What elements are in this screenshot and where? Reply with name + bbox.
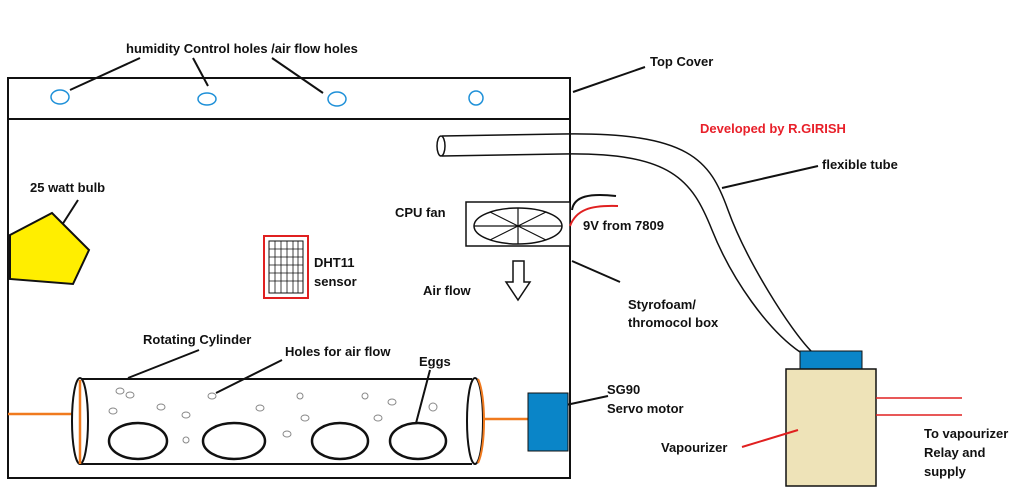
- cylinder-hole: [373, 414, 383, 422]
- cylinder-hole: [282, 430, 292, 438]
- humidity-holes-label: humidity Control holes /air flow holes: [126, 41, 358, 56]
- dht11-label-line1: DHT11: [314, 255, 355, 270]
- pointer-line: [565, 395, 609, 406]
- vapourizer-label: Vapourizer: [661, 440, 728, 455]
- pointer-line: [215, 359, 283, 394]
- air-hole: [50, 89, 70, 105]
- pointer-line: [721, 165, 819, 189]
- pointer-line: [572, 66, 646, 93]
- air-flow-label: Air flow: [423, 283, 471, 298]
- egg: [201, 421, 267, 461]
- fan-icon: [465, 201, 571, 247]
- cylinder-hole: [181, 411, 191, 419]
- rotating-cylinder: [8, 377, 528, 465]
- humidity-holes: [50, 89, 484, 107]
- dht11-label-line2: sensor: [314, 274, 357, 289]
- pointer-line: [192, 57, 209, 87]
- cylinder-hole: [207, 392, 217, 400]
- vapourizer-unit: [741, 350, 962, 487]
- box-label-line2: thromocol box: [628, 315, 719, 330]
- eggs-label: Eggs: [419, 354, 451, 369]
- servo-label-line2: Servo motor: [607, 401, 684, 416]
- flexible-tube-label: flexible tube: [822, 157, 898, 172]
- pointer-line: [127, 349, 200, 379]
- egg: [107, 421, 169, 461]
- egg: [310, 421, 370, 461]
- box-label-line1: Styrofoam/: [628, 297, 696, 312]
- cylinder-hole: [182, 436, 190, 444]
- cylinder-hole: [115, 387, 125, 395]
- air-hole: [197, 92, 217, 106]
- pointer-line: [271, 57, 324, 94]
- relay-label-line1: To vapourizer: [924, 426, 1009, 441]
- cylinder-hole: [296, 392, 304, 400]
- cylinder-hole: [108, 407, 118, 415]
- cylinder-hole: [300, 414, 310, 422]
- top-cover-label: Top Cover: [650, 54, 714, 69]
- vapourizer-pointer: [741, 429, 799, 448]
- servo-block-icon: [527, 392, 569, 452]
- pointer-line: [571, 260, 621, 283]
- air-hole: [468, 90, 484, 106]
- styrofoam-box: [7, 77, 571, 479]
- relay-label-line2: Relay and: [924, 445, 986, 460]
- cylinder-hole: [361, 392, 369, 400]
- pentagon-bulb-icon: [9, 211, 91, 286]
- pointer-line: [61, 199, 79, 226]
- down-arrow-icon: [504, 260, 532, 302]
- fan-wire-black: [571, 193, 617, 211]
- holes-air-flow-label: Holes for air flow: [285, 344, 391, 359]
- air-hole: [327, 91, 347, 107]
- egg: [388, 421, 448, 461]
- cylinder-hole: [255, 404, 265, 412]
- bulb-label: 25 watt bulb: [30, 180, 106, 195]
- fan-supply-label: 9V from 7809: [583, 218, 664, 233]
- rotating-cylinder-label: Rotating Cylinder: [143, 332, 252, 347]
- vapourizer-body: [785, 368, 877, 487]
- flexible-tube: [436, 133, 813, 353]
- cylinder-hole: [156, 403, 166, 411]
- pointer-lines: [61, 57, 819, 447]
- cylinder-hole: [387, 398, 397, 406]
- cylinder-hole: [125, 391, 135, 399]
- developer-credit: Developed by R.GIRISH: [700, 121, 846, 136]
- servo-label-line1: SG90: [607, 382, 641, 397]
- pointer-line: [69, 57, 141, 91]
- cylinder-hole: [428, 402, 438, 412]
- fan-wire-red: [569, 204, 619, 227]
- tube-opening: [436, 135, 446, 157]
- cpu-fan-label: CPU fan: [395, 205, 446, 220]
- grid-sensor-icon: [263, 235, 309, 299]
- relay-label-line3: supply: [924, 464, 966, 479]
- vapourizer-cap: [799, 350, 863, 370]
